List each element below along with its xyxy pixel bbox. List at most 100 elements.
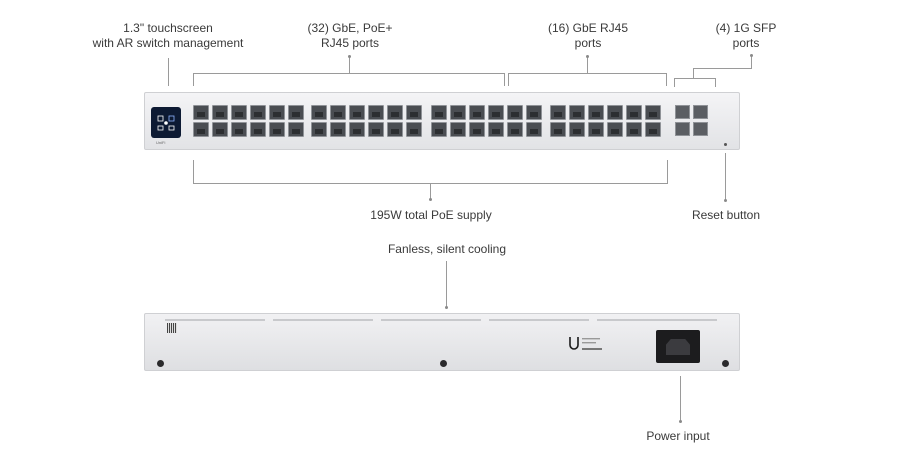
- poe-rj45-port[interactable]: [431, 122, 447, 137]
- sfp-port[interactable]: [675, 105, 690, 119]
- rj45-port[interactable]: [626, 105, 642, 120]
- rj45-ports-label: (16) GbE RJ45 ports: [547, 21, 629, 50]
- touchscreen-leader: [168, 58, 169, 86]
- qr-code-label: [167, 323, 177, 333]
- poe-rj45-port[interactable]: [193, 105, 209, 120]
- rear-screw: [157, 360, 164, 367]
- poe-rj45-port[interactable]: [349, 105, 365, 120]
- supply-bracket-right: [667, 160, 668, 184]
- poe-rj45-port[interactable]: [212, 122, 228, 137]
- rj45-port[interactable]: [569, 105, 585, 120]
- sfp-leader-horizontal: [693, 68, 752, 69]
- poe-bracket-top: [193, 73, 504, 74]
- reset-leader-dot: [724, 199, 727, 202]
- ubiquiti-logo-icon: [569, 337, 602, 350]
- sfp-bracket-right: [715, 78, 716, 87]
- switch-front-panel: UniFi: [144, 92, 740, 150]
- rj45-port[interactable]: [526, 122, 542, 137]
- poe-rj45-port[interactable]: [431, 105, 447, 120]
- sfp-leader-dot: [750, 54, 753, 57]
- poe-rj45-port[interactable]: [231, 122, 247, 137]
- switch-rear-panel: [144, 313, 740, 371]
- brand-mark: UniFi: [156, 140, 166, 145]
- poe-rj45-port[interactable]: [387, 105, 403, 120]
- iec-socket-icon: [666, 339, 690, 355]
- power-input-label: Power input: [646, 429, 710, 443]
- reset-button[interactable]: [724, 143, 727, 146]
- supply-bracket-left: [193, 160, 194, 184]
- vent-slot: [597, 319, 717, 321]
- rear-screw: [440, 360, 447, 367]
- poe-rj45-port[interactable]: [311, 122, 327, 137]
- poe-rj45-port[interactable]: [406, 122, 422, 137]
- poe-rj45-port[interactable]: [469, 122, 485, 137]
- poe-rj45-port[interactable]: [193, 122, 209, 137]
- poe-rj45-port[interactable]: [488, 105, 504, 120]
- rj45-port[interactable]: [526, 105, 542, 120]
- poe-rj45-port[interactable]: [387, 122, 403, 137]
- rj45-port[interactable]: [550, 122, 566, 137]
- poe-ports-label: (32) GbE, PoE+ RJ45 ports: [307, 21, 393, 50]
- sfp-leader-drop: [693, 68, 694, 78]
- rj45-port[interactable]: [550, 105, 566, 120]
- sfp-port[interactable]: [693, 105, 708, 119]
- rj45-port[interactable]: [507, 105, 523, 120]
- poe-rj45-port[interactable]: [368, 122, 384, 137]
- poe-rj45-port[interactable]: [349, 122, 365, 137]
- poe-rj45-port[interactable]: [330, 105, 346, 120]
- poe-rj45-port[interactable]: [288, 105, 304, 120]
- sfp-bracket-left: [674, 78, 675, 87]
- power-inlet[interactable]: [656, 330, 700, 363]
- poe-rj45-port[interactable]: [288, 122, 304, 137]
- rj45-port[interactable]: [507, 122, 523, 137]
- vent-slot: [381, 319, 481, 321]
- touchscreen-label: 1.3" touchscreen with AR switch manageme…: [92, 21, 244, 50]
- rj45-port[interactable]: [607, 105, 623, 120]
- rj45-port[interactable]: [645, 105, 661, 120]
- rj45-port[interactable]: [588, 122, 604, 137]
- poe-rj45-port[interactable]: [231, 105, 247, 120]
- poe-rj45-port[interactable]: [269, 105, 285, 120]
- poe-rj45-port[interactable]: [212, 105, 228, 120]
- poe-rj45-port[interactable]: [450, 105, 466, 120]
- rj45-bracket-left: [508, 73, 509, 86]
- poe-rj45-port[interactable]: [250, 105, 266, 120]
- power-leader-dot: [679, 420, 682, 423]
- touchscreen-icons: [157, 115, 175, 131]
- poe-leader-dot: [348, 55, 351, 58]
- power-leader: [680, 376, 681, 421]
- rj45-bracket-right: [666, 73, 667, 86]
- vent-slot: [165, 319, 265, 321]
- rj45-port[interactable]: [645, 122, 661, 137]
- rear-screw: [722, 360, 729, 367]
- poe-rj45-port[interactable]: [250, 122, 266, 137]
- poe-rj45-port[interactable]: [488, 122, 504, 137]
- poe-rj45-port[interactable]: [269, 122, 285, 137]
- reset-leader: [725, 153, 726, 200]
- poe-rj45-port[interactable]: [469, 105, 485, 120]
- poe-leader: [349, 57, 350, 73]
- poe-rj45-port[interactable]: [450, 122, 466, 137]
- poe-rj45-port[interactable]: [368, 105, 384, 120]
- rj45-leader-dot: [586, 55, 589, 58]
- reset-button-label: Reset button: [691, 208, 761, 222]
- vent-slot: [273, 319, 373, 321]
- sfp-port[interactable]: [693, 122, 708, 136]
- cooling-label: Fanless, silent cooling: [387, 242, 507, 256]
- vent-slot: [489, 319, 589, 321]
- rj45-port[interactable]: [588, 105, 604, 120]
- sfp-port[interactable]: [675, 122, 690, 136]
- poe-supply-label: 195W total PoE supply: [370, 208, 492, 222]
- poe-rj45-port[interactable]: [330, 122, 346, 137]
- poe-bracket-left: [193, 73, 194, 86]
- poe-rj45-port[interactable]: [406, 105, 422, 120]
- sfp-ports-label: (4) 1G SFP ports: [715, 21, 777, 50]
- cooling-leader: [446, 261, 447, 307]
- rj45-leader: [587, 57, 588, 73]
- rj45-port[interactable]: [569, 122, 585, 137]
- supply-leader: [430, 183, 431, 199]
- rj45-port[interactable]: [626, 122, 642, 137]
- poe-rj45-port[interactable]: [311, 105, 327, 120]
- touchscreen-display[interactable]: [151, 107, 181, 138]
- rj45-port[interactable]: [607, 122, 623, 137]
